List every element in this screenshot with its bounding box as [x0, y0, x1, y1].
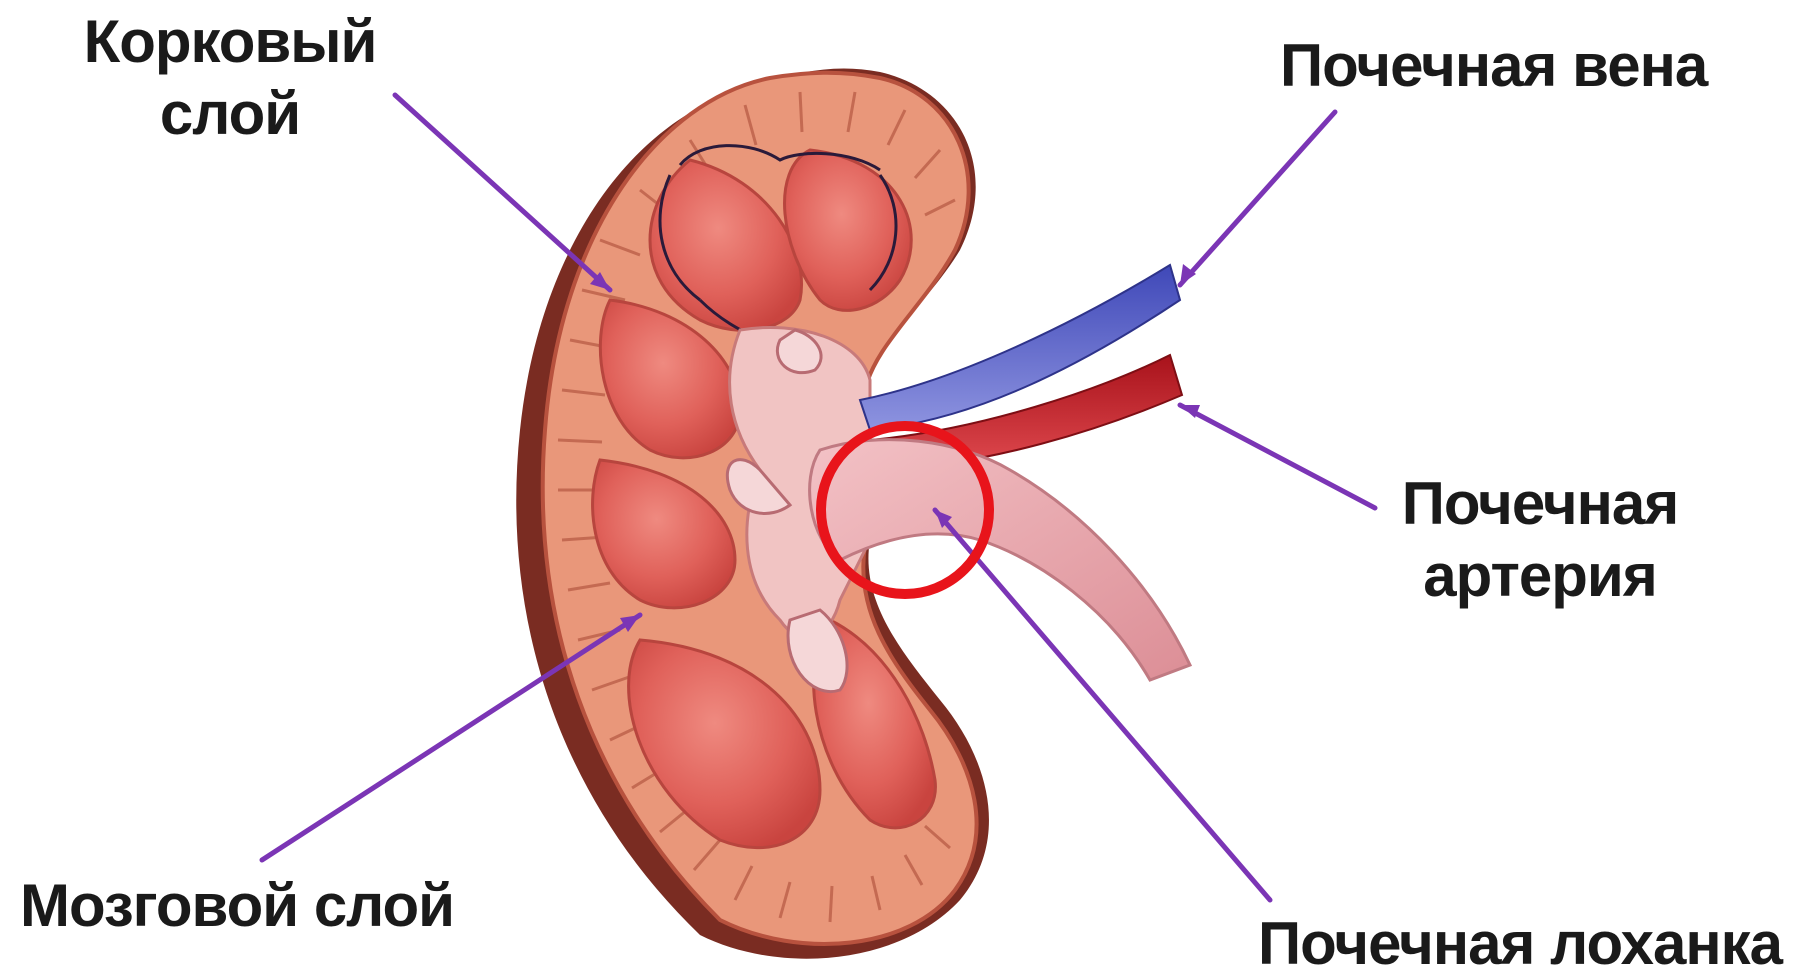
label-renal-vein: Почечная вена: [1280, 30, 1707, 102]
label-cortex: Корковый слой: [70, 6, 390, 150]
label-renal-artery: Почечная артерия: [1380, 468, 1700, 612]
pointer-renal-vein: [1180, 112, 1335, 285]
pointer-cortex: [395, 95, 610, 290]
label-medulla: Мозговой слой: [20, 870, 454, 942]
pointer-renal-artery: [1180, 405, 1375, 508]
label-renal-pelvis: Почечная лоханка: [1258, 908, 1782, 977]
